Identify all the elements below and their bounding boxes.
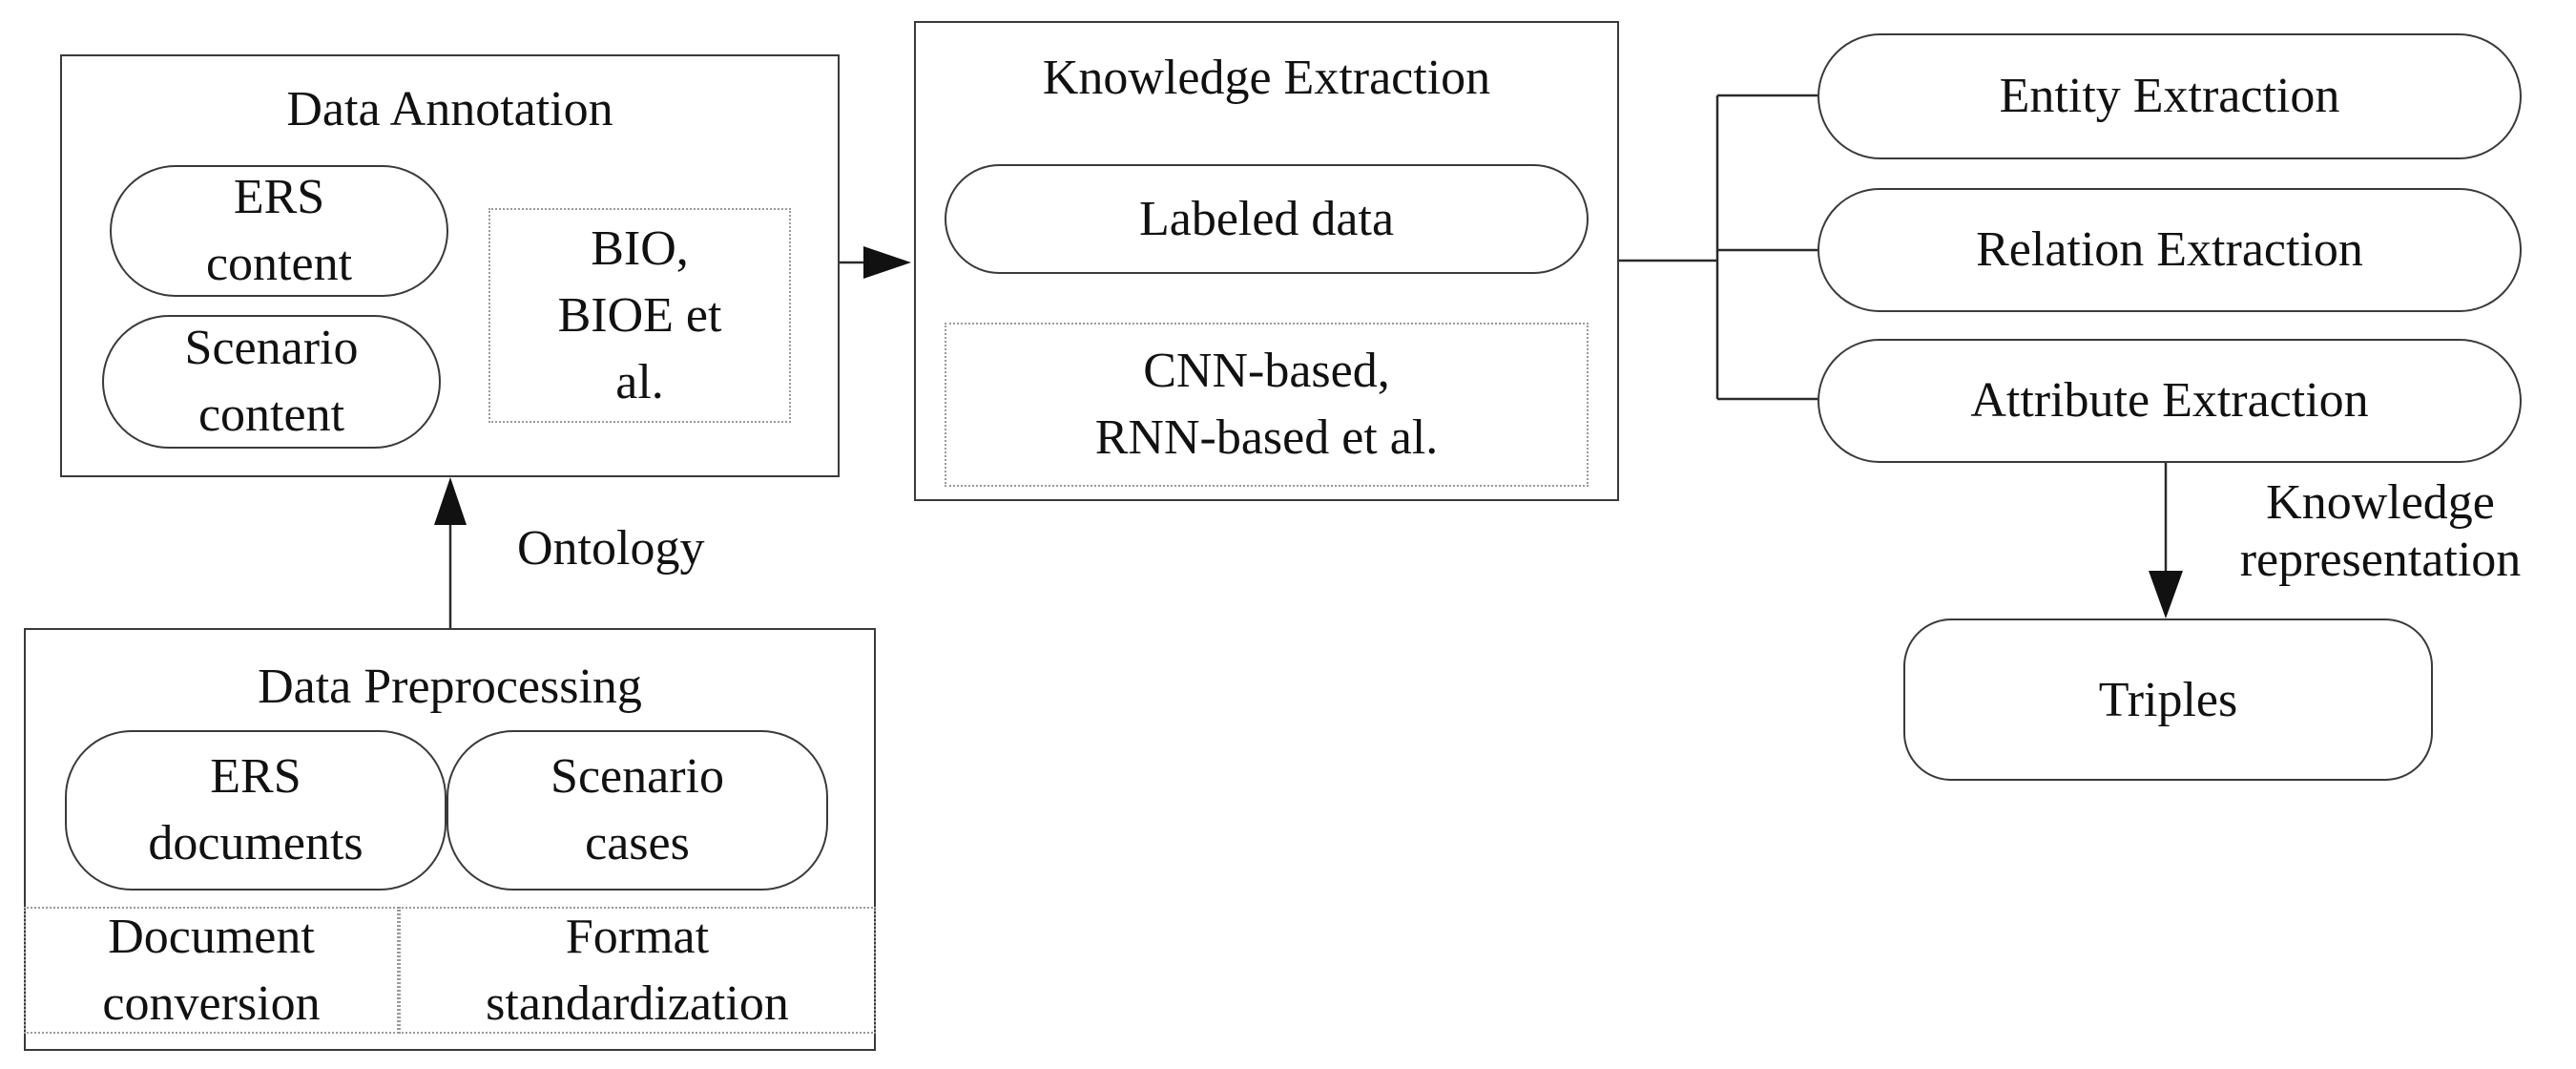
annotation-schemes-box: BIO, BIOE et al. bbox=[488, 208, 791, 423]
attribute-extraction-pill: Attribute Extraction bbox=[1818, 339, 2522, 463]
ers-documents-pill: ERS documents bbox=[65, 730, 447, 891]
ers-content-pill: ERS content bbox=[110, 165, 448, 297]
entity-extraction-pill: Entity Extraction bbox=[1818, 33, 2522, 159]
data-preprocessing-title: Data Preprocessing bbox=[258, 660, 642, 714]
format-standardization-box: Format standardization bbox=[399, 907, 876, 1034]
triples-box: Triples bbox=[1903, 618, 2433, 781]
scenario-content-pill: Scenario content bbox=[102, 315, 441, 449]
scenario-cases-pill: Scenario cases bbox=[447, 730, 828, 891]
knowledge-representation-label: Knowledge representation bbox=[2239, 475, 2522, 587]
knowledge-extraction-title: Knowledge Extraction bbox=[1042, 51, 1491, 105]
data-annotation-title: Data Annotation bbox=[286, 82, 613, 136]
labeled-data-pill: Labeled data bbox=[945, 164, 1589, 274]
arrowhead-attribute-to-triples bbox=[2149, 571, 2183, 618]
extraction-models-box: CNN-based, RNN-based et al. bbox=[945, 323, 1589, 487]
document-conversion-box: Document conversion bbox=[24, 907, 399, 1034]
ontology-label: Ontology bbox=[517, 521, 705, 576]
arrowhead-annotation-to-extraction bbox=[863, 246, 911, 279]
arrowhead-preprocessing-to-annotation bbox=[434, 477, 467, 525]
relation-extraction-pill: Relation Extraction bbox=[1818, 188, 2522, 312]
